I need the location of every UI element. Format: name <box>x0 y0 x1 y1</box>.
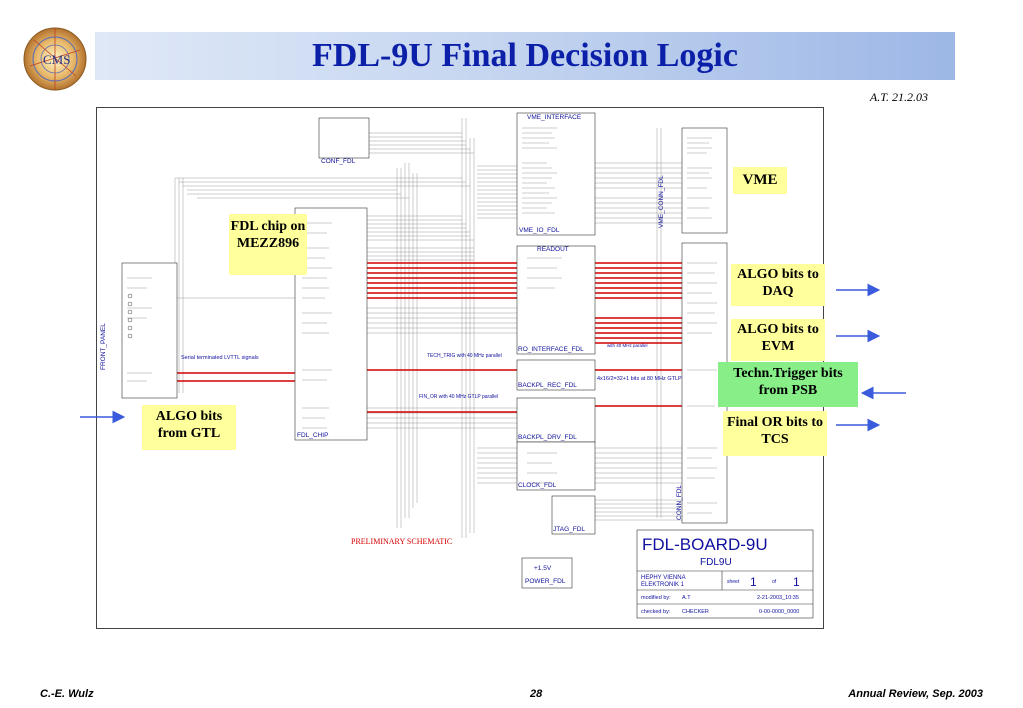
org-line-1: HEPHY VIENNA <box>641 575 686 581</box>
power-block <box>521 557 573 589</box>
footer-event: Annual Review, Sep. 2003 <box>848 688 983 700</box>
callout-final-or: Final OR bits to TCS <box>723 411 827 456</box>
tech-trig-note: TECH_TRIG with 40 MHz parallel <box>427 353 502 359</box>
backpl-rec-label: BACKPL_REC_FDL <box>518 382 577 389</box>
schematic: CONF_FDL VME_INTERFACE VME_IO_FDL READOU… <box>96 107 824 629</box>
jtag-fdl-label: JTAG_FDL <box>553 526 585 533</box>
footer-author: C.-E. Wulz <box>40 688 94 700</box>
of-number: 1 <box>793 575 800 589</box>
org-line-2: ELEKTRONIK 1 <box>641 582 685 588</box>
gtlp-note: 4x16/2=32+1 bits at 80 MHz GTLP <box>597 376 682 382</box>
fdl-chip-label: FDL_CHIP <box>297 432 328 439</box>
slide-title: FDL-9U Final Decision Logic <box>312 37 738 74</box>
vme-if-block <box>516 112 596 236</box>
modified-by: A.T <box>682 595 691 601</box>
readout-label: READOUT <box>537 246 569 253</box>
power-voltage-label: +1.5V <box>534 565 552 572</box>
callout-algo-evm: ALGO bits to EVM <box>731 319 825 361</box>
callout-fdl-chip: FDL chip on MEZZ896 <box>229 214 307 275</box>
logo-text: CMS <box>43 52 70 67</box>
vme-conn-block <box>681 127 728 234</box>
fdl-chip-block <box>294 207 368 441</box>
jtag-block <box>551 495 596 535</box>
front-panel-label: FRONT_PANEL <box>100 323 107 370</box>
vme-io-label: VME_IO_FDL <box>519 227 560 234</box>
cms-logo: CMS <box>22 26 88 92</box>
backpl-rec-block <box>516 359 596 391</box>
sheet-label: sheet <box>727 579 740 585</box>
conf-block <box>318 117 370 159</box>
power-fdl-label: POWER_FDL <box>525 578 566 585</box>
readout-40-note: with 40 MHz parallel <box>607 343 648 348</box>
callout-algo-daq: ALGO bits to DAQ <box>731 264 825 306</box>
board-title: FDL-BOARD-9U <box>642 535 768 554</box>
sheet-number: 1 <box>750 575 757 589</box>
date-label: A.T. 21.2.03 <box>869 90 928 104</box>
of-label: of <box>772 579 777 585</box>
footer-page: 28 <box>530 688 543 700</box>
conn-fdl-block <box>681 242 728 524</box>
preliminary-note: PRELIMINARY SCHEMATIC <box>351 537 452 546</box>
board-name: FDL9U <box>700 557 732 568</box>
backpl-drv-label: BACKPL_DRV_FDL <box>518 434 577 441</box>
title-block <box>636 529 814 619</box>
readout-block <box>516 245 596 355</box>
vme-interface-label: VME_INTERFACE <box>527 114 582 121</box>
callout-algo-gtl: ALGO bits from GTL <box>142 405 236 450</box>
ro-interface-label: RO_INTERFACE_FDL <box>518 346 584 353</box>
serial-note: Serial terminated LVTTL signals <box>181 355 259 361</box>
vme-conn-label: VME_CONN_FDL <box>658 175 665 228</box>
conn-fdl-label: CONN_FDL <box>676 485 683 520</box>
modified-label: modified by: <box>641 595 671 601</box>
checked-label: checked by: <box>641 609 671 615</box>
clock-block <box>516 441 596 491</box>
callout-vme: VME <box>733 167 787 194</box>
checked-by: CHECKER <box>682 609 709 615</box>
fin-or-note: FIN_OR with 40 MHz GTLP parallel <box>419 394 498 400</box>
modified-date: 2-21-2003_10:35 <box>757 595 799 601</box>
title-bar: FDL-9U Final Decision Logic <box>95 32 955 80</box>
doc-number: 0-00-0000_0000 <box>759 609 799 615</box>
clock-fdl-label: CLOCK_FDL <box>518 482 557 489</box>
conf-fdl-label: CONF_FDL <box>321 158 356 165</box>
front-panel-block <box>121 262 178 399</box>
callout-techn-psb: Techn.Trigger bits from PSB <box>718 362 858 407</box>
